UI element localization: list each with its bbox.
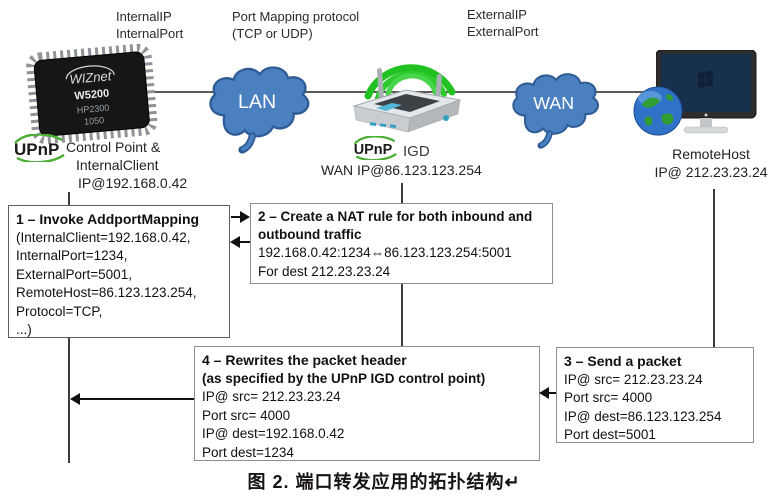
- control-point-label: Control Point & InternalClient IP@192.16…: [66, 138, 187, 192]
- windows-logo-icon: [698, 70, 713, 88]
- wan-cloud-label: WAN: [533, 93, 574, 113]
- box1-title: 1 – Invoke AddportMapping: [16, 211, 200, 227]
- box4-title: 4 – Rewrites the packet header: [202, 352, 407, 368]
- control-point-line1: Control Point &: [66, 139, 161, 155]
- label-protocol-line1: Port Mapping protocol: [232, 9, 360, 24]
- arrow-box1-to-box2-shaft: [231, 216, 242, 218]
- control-point-line3: IP@192.168.0.42: [78, 175, 188, 191]
- arrow-box2-to-box1-shaft: [239, 241, 250, 243]
- chip-model-text: W5200: [74, 88, 110, 103]
- box2-title: 2 – Create a NAT rule for both inbound a…: [258, 209, 533, 242]
- label-external-ip: ExternalIP: [467, 7, 527, 22]
- box4-title2: (as specified by the UPnP IGD control po…: [202, 370, 486, 386]
- control-point-line2: InternalClient: [76, 157, 159, 173]
- upnp-logo-igd-text: UPnP: [354, 142, 393, 158]
- lifeline-igd-lower: [401, 284, 403, 346]
- arrow-box2-to-box1-head-icon: [230, 236, 240, 248]
- label-external-port: ExternalPort: [467, 24, 539, 39]
- igd-label-row: UPnP IGD: [352, 136, 430, 160]
- wan-cloud: WAN: [506, 64, 603, 156]
- wiznet-chip-icon: WIZnet W5200 HP2300 1050: [22, 39, 162, 153]
- upnp-logo-left: UPnP: [12, 133, 66, 167]
- arrow-box4-to-client-shaft: [79, 398, 194, 400]
- arrow-box4-to-client-head-icon: [70, 393, 80, 405]
- chip-sub2-text: 1050: [84, 115, 105, 127]
- box1-line: RemoteHost=86.123.123.254,: [16, 285, 197, 300]
- label-port-mapping-protocol: Port Mapping protocol (TCP or UDP): [232, 8, 359, 42]
- box4-rewrites-packet-header: 4 – Rewrites the packet header (as speci…: [194, 346, 540, 461]
- globe-icon: [632, 85, 684, 142]
- router-icon: [348, 32, 466, 141]
- box3-line: IP@ src= 212.23.23.24: [564, 371, 703, 387]
- box3-line: Port dest=5001: [564, 427, 656, 442]
- lifeline-igd-upper: [401, 183, 403, 204]
- remote-host-label: RemoteHost IP@ 212.23.23.24: [648, 145, 768, 181]
- arrow-box1-to-box2-head-icon: [240, 211, 250, 223]
- box3-line: Port src= 4000: [564, 390, 653, 405]
- label-internal-port: InternalPort: [116, 26, 184, 41]
- box1-line: InternalPort=1234,: [16, 248, 128, 263]
- lifeline-client-upper: [68, 192, 70, 205]
- chip-sub1-text: HP2300: [76, 103, 109, 116]
- label-external-ip-port: ExternalIP ExternalPort: [467, 6, 539, 40]
- label-protocol-line2: (TCP or UDP): [232, 26, 313, 41]
- lifeline-remote: [713, 189, 715, 347]
- lan-cloud: LAN: [202, 56, 314, 161]
- box4-line: IP@ src= 212.23.23.24: [202, 389, 341, 404]
- lifeline-client-lower: [68, 338, 70, 463]
- box1-invoke-addportmapping: 1 – Invoke AddportMapping (InternalClien…: [8, 205, 230, 338]
- box3-send-a-packet: 3 – Send a packet IP@ src= 212.23.23.24 …: [556, 347, 754, 443]
- box1-line: ...): [16, 322, 32, 337]
- remote-host-monitor-icon: [655, 49, 760, 143]
- remote-host-name: RemoteHost: [672, 146, 750, 162]
- arrow-box3-to-box4-head-icon: [539, 387, 549, 399]
- box1-line: ExternalPort=5001,: [16, 266, 132, 282]
- box3-title: 3 – Send a packet: [564, 353, 682, 369]
- igd-wan-ip: WAN IP@86.123.123.254: [321, 162, 482, 178]
- box1-line: Protocol=TCP,: [16, 303, 103, 319]
- upnp-logo-text: UPnP: [14, 140, 59, 159]
- box2-create-nat-rule: 2 – Create a NAT rule for both inbound a…: [250, 203, 553, 284]
- label-internal-ip-port: InternalIP InternalPort: [116, 8, 183, 42]
- box3-line: IP@ dest=86.123.123.254: [564, 408, 722, 424]
- box4-line: Port src= 4000: [202, 407, 291, 423]
- box2-line: 192.168.0.42:1234⇔86.123.123.254:5001: [258, 245, 512, 260]
- figure-caption: 图 2. 端口转发应用的拓扑结构↵: [247, 472, 521, 492]
- box1-line: (InternalClient=192.168.0.42,: [16, 229, 191, 245]
- box2-line: For dest 212.23.23.24: [258, 263, 391, 279]
- arrow-box3-to-box4-shaft: [548, 392, 556, 394]
- igd-name: IGD: [403, 143, 430, 160]
- box4-line: Port dest=1234: [202, 444, 294, 460]
- lan-cloud-label: LAN: [238, 91, 276, 113]
- label-internal-ip: InternalIP: [116, 9, 172, 24]
- upnp-logo-igd: UPnP: [354, 136, 397, 160]
- chip-brand-text: WIZnet: [69, 68, 113, 87]
- box4-line: IP@ dest=192.168.0.42: [202, 426, 345, 441]
- remote-host-ip: IP@ 212.23.23.24: [654, 164, 768, 180]
